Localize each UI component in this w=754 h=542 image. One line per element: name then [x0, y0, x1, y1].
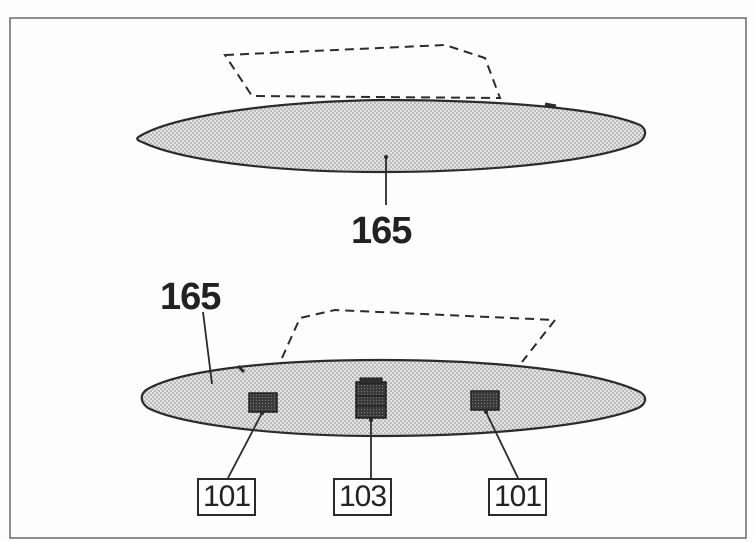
bottom-165-leader-line — [202, 311, 213, 385]
bottom-hull-part-165 — [140, 358, 647, 438]
part-103 — [355, 377, 387, 419]
leader-dot-101-left — [260, 411, 264, 415]
callout-box-101-right: 101 — [488, 478, 548, 516]
leader-dot-101-right — [484, 410, 488, 414]
leader-101-right — [485, 411, 519, 479]
leader-101-left — [227, 412, 263, 479]
top-leader-dot — [384, 155, 388, 159]
top-hull-mark — [544, 102, 557, 108]
bottom-cabin-dashed-outline — [281, 308, 557, 363]
callout-box-103: 103 — [333, 478, 393, 516]
frame-border — [9, 17, 747, 539]
callout-box-101-left: 101 — [197, 478, 257, 516]
top-cabin-dashed-outline — [223, 43, 502, 100]
part-101-left — [248, 392, 278, 413]
part-number-165-top: 165 — [351, 210, 412, 252]
bottom-hull-mark — [236, 364, 246, 374]
part-number-165-bottom: 165 — [160, 276, 221, 318]
part-101-right — [470, 390, 500, 411]
leader-dot-103 — [369, 418, 373, 422]
top-hull-part-165 — [136, 98, 647, 174]
